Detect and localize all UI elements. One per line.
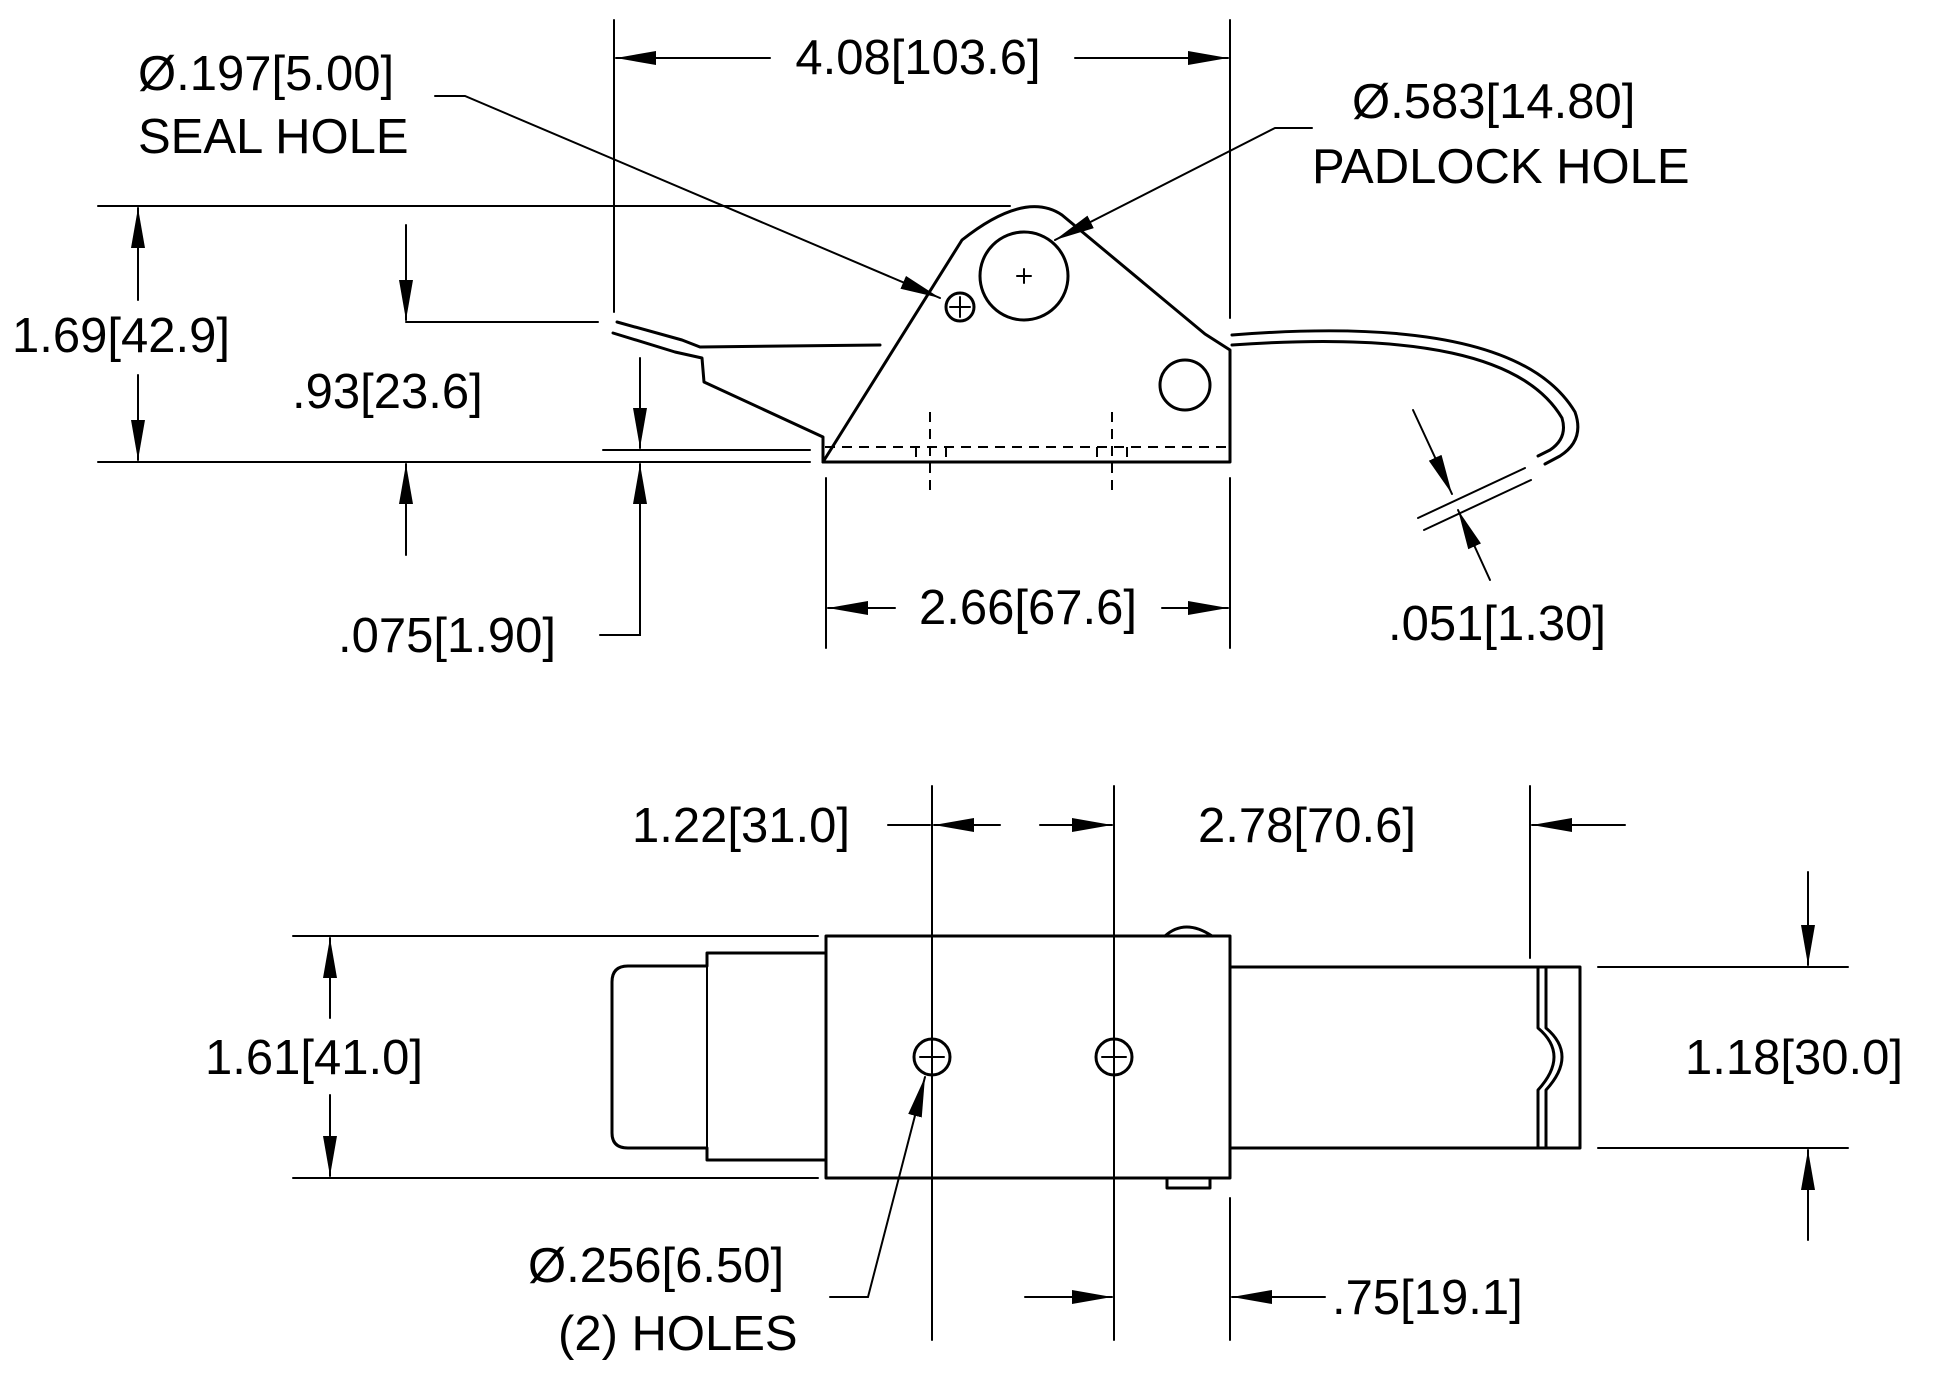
dim-wire-diameter: .051[1.30] [1388,597,1606,651]
mount-hole-1 [912,1037,952,1077]
dim-overall-length: 4.08[103.6] [795,31,1040,85]
mount-holes-note: (2) HOLES [558,1307,798,1361]
padlock-hole-leader [1054,127,1313,241]
dim-arrow-.051-a [1412,409,1453,495]
dim-lever-height: .93[23.6] [292,365,483,419]
lever [611,320,882,464]
seal-hole [944,291,976,323]
pivot-rivet [1158,358,1212,412]
body-top [824,934,1232,1180]
strike-plate [1228,965,1582,1150]
pivot-tab-top [1163,925,1214,938]
hidden-hole-lines [915,412,1128,497]
seal-hole-note: SEAL HOLE [138,110,409,164]
mount-holes-dim: Ø.256[6.50] [528,1239,784,1293]
dim-arrow-.051-b [1457,509,1491,581]
strike-hook [1536,965,1564,1150]
pivot-tab-bottom [1165,1176,1212,1190]
seal-hole-dim: Ø.197[5.00] [138,47,394,101]
top-view: 1.22[31.0] 2.78[70.6] 1.61[41.0] 1.18[30… [205,785,1903,1361]
wire-bail [1230,329,1580,466]
padlock-hole-center [1016,268,1032,284]
dim-base-length: 2.66[67.6] [919,581,1137,635]
dim-leader-.075 [599,463,641,636]
seal-hole-center [949,296,971,318]
mount-hole-2 [1094,1037,1134,1077]
padlock-hole [978,230,1070,322]
dim-strike-length: 2.78[70.6] [1198,799,1416,853]
seal-hole-leader [434,95,941,299]
dim-overall-width: 1.61[41.0] [205,1031,423,1085]
dim-arrow-up-.075 [633,464,647,504]
latch-body-outline [821,205,1232,464]
wire-bail-inner [1230,340,1565,458]
padlock-hole-note: PADLOCK HOLE [1312,140,1690,194]
dim-overall-height: 1.69[42.9] [12,309,230,363]
extension-lines-side [97,19,1231,649]
padlock-hole-dim: Ø.583[14.80] [1352,75,1635,129]
side-view: 4.08[103.6] Ø.197[5.00] SEAL HOLE Ø.583[… [12,19,1690,663]
lever-plate [610,951,828,1162]
wire-break-marks [1417,467,1532,531]
dim-plate-thickness: .075[1.90] [338,609,556,663]
dim-hole-spacing: 1.22[31.0] [632,799,850,853]
dim-hole-offset: .75[19.1] [1332,1271,1523,1325]
mount-holes-leader [829,1076,926,1298]
dim-strike-width: 1.18[30.0] [1685,1031,1903,1085]
extension-lines-top [292,785,1849,1341]
